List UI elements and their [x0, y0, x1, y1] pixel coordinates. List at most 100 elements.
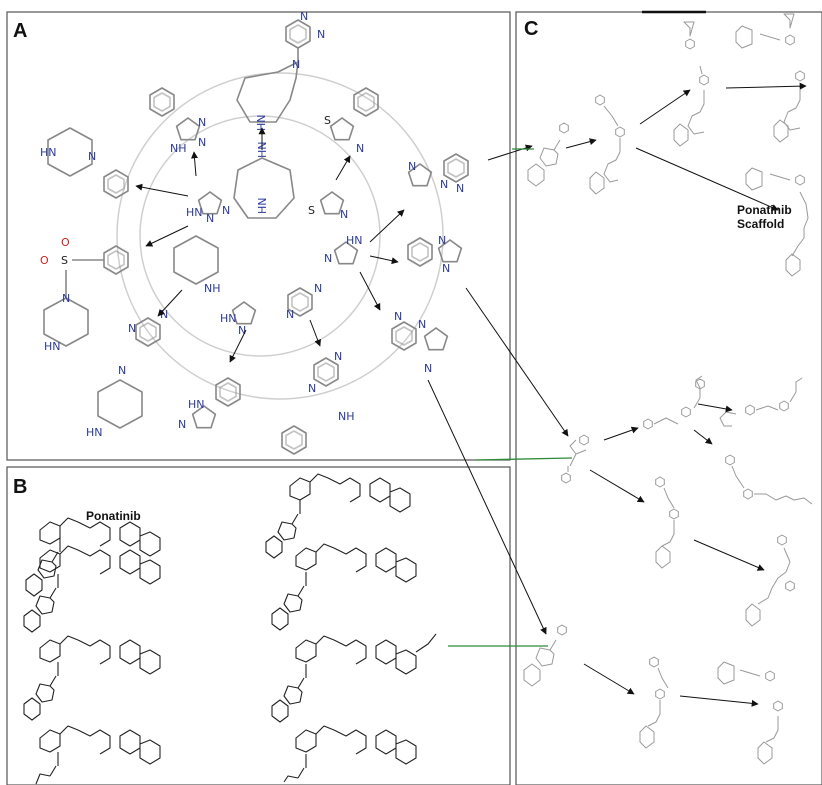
- svg-text:HN: HN: [256, 198, 269, 215]
- panel-a-letter: A: [13, 20, 27, 42]
- inner-ring: [139, 115, 381, 357]
- svg-text:N: N: [88, 150, 96, 163]
- analog-2: [265, 473, 411, 559]
- pyrimidinyl-diazepane: N N N HN: [236, 10, 325, 132]
- imidazopyrazine: N N N: [391, 310, 449, 375]
- panel-c-frame: [515, 11, 822, 785]
- svg-text:S: S: [61, 254, 68, 267]
- pyrazole: HN N: [220, 301, 257, 337]
- svg-text:N: N: [128, 322, 136, 335]
- scaffold-label-line2: Scaffold: [737, 217, 784, 231]
- analog-1: [25, 517, 161, 597]
- svg-text:N: N: [222, 204, 230, 217]
- svg-text:NH: NH: [170, 142, 187, 155]
- alkyne-intermediate-3: [523, 624, 567, 687]
- amide-product-2: [643, 375, 705, 430]
- svg-text:N: N: [424, 362, 432, 375]
- ponatinib-analogs: Ponatinib: [23, 473, 437, 785]
- svg-text:NH: NH: [204, 282, 221, 295]
- cyclopropyl-product: [673, 21, 709, 147]
- indazole: HN N: [178, 377, 241, 431]
- svg-text:N: N: [418, 318, 426, 331]
- svg-text:N: N: [394, 310, 402, 323]
- panel-b-frame: [6, 466, 511, 785]
- analog-4: [271, 543, 417, 631]
- piperazine-scaffold-product: [745, 167, 809, 277]
- scaffold-assembly: Ponatinib Scaffold: [427, 13, 813, 765]
- svg-text:O: O: [61, 236, 70, 249]
- amide-product-4: [725, 454, 813, 505]
- fragment-arrows: [135, 127, 405, 363]
- fragment-library-diagram: N N N HN HN HN NH N N S N: [40, 10, 469, 455]
- analog-5: [23, 635, 161, 721]
- svg-text:N: N: [438, 234, 446, 247]
- anilino-pyrimidine: N N NH: [281, 350, 355, 455]
- svg-text:HN: HN: [346, 234, 363, 247]
- ponatinib-label: Ponatinib: [86, 509, 141, 523]
- svg-text:HN: HN: [255, 115, 268, 132]
- benzotriazole: NH N N: [149, 87, 206, 155]
- svg-text:N: N: [314, 282, 322, 295]
- amide-product-6: [745, 534, 795, 627]
- svg-text:HN: HN: [188, 398, 205, 411]
- analog-3: [23, 545, 161, 633]
- imidazopyridazine: N N N: [407, 153, 469, 195]
- alkyne-intermediate-1: [527, 122, 569, 187]
- pyrimidine: N N: [286, 282, 322, 321]
- amide-product-8: [717, 661, 783, 765]
- scaffold-label-line1: Ponatinib: [737, 203, 792, 217]
- svg-text:N: N: [292, 58, 300, 71]
- cyclopropyl-piperazine-product: [735, 13, 805, 143]
- alkyne-intermediate-2: [561, 434, 589, 484]
- svg-text:N: N: [334, 350, 342, 363]
- svg-text:HN: HN: [220, 312, 237, 325]
- svg-text:N: N: [178, 418, 186, 431]
- triazole: HN N N: [186, 191, 230, 225]
- panel-b-letter: B: [13, 476, 27, 498]
- svg-text:N: N: [238, 324, 246, 337]
- svg-text:N: N: [442, 262, 450, 275]
- analog-6: [271, 633, 437, 723]
- analog-7: [35, 725, 161, 785]
- svg-text:N: N: [300, 10, 308, 23]
- svg-text:N: N: [308, 382, 316, 395]
- svg-text:N: N: [456, 182, 464, 195]
- benzothiazole: S N: [324, 87, 379, 155]
- svg-text:HN: HN: [44, 340, 61, 353]
- phenylsulfonyl-piperazine: S O O N HN: [40, 236, 129, 353]
- central-diazepane: HN HN: [233, 142, 295, 219]
- imidazole: HN N: [324, 234, 363, 265]
- svg-text:N: N: [286, 308, 294, 321]
- svg-text:N: N: [118, 364, 126, 377]
- svg-text:S: S: [324, 114, 331, 127]
- svg-text:S: S: [308, 204, 315, 217]
- analog-8: [283, 725, 417, 783]
- imidazopyridine: N N: [407, 234, 463, 275]
- outer-ring: [116, 72, 444, 400]
- svg-text:N: N: [317, 28, 325, 41]
- piperidine: NH: [173, 235, 221, 295]
- svg-text:HN: HN: [186, 206, 203, 219]
- piperazinyl-pyrimidine: N N N HN: [86, 308, 168, 439]
- svg-text:N: N: [356, 142, 364, 155]
- svg-text:N: N: [62, 292, 70, 305]
- svg-text:N: N: [440, 178, 448, 191]
- svg-text:NH: NH: [338, 410, 355, 423]
- amide-product-5: [655, 476, 679, 569]
- phenylpiperazine: HN N: [40, 127, 129, 199]
- amide-product-1: [589, 94, 625, 195]
- svg-text:N: N: [206, 212, 214, 225]
- thiazole: S N: [308, 191, 348, 221]
- panel-a-frame: [6, 11, 511, 461]
- green-connector-2: [475, 457, 573, 461]
- svg-text:N: N: [324, 252, 332, 265]
- svg-text:N: N: [408, 160, 416, 173]
- amide-product-7: [639, 656, 669, 749]
- svg-text:HN: HN: [86, 426, 103, 439]
- svg-text:O: O: [40, 254, 49, 267]
- svg-text:N: N: [340, 208, 348, 221]
- svg-text:N: N: [198, 136, 206, 149]
- svg-text:N: N: [198, 116, 206, 129]
- reaction-arrows: [427, 82, 807, 707]
